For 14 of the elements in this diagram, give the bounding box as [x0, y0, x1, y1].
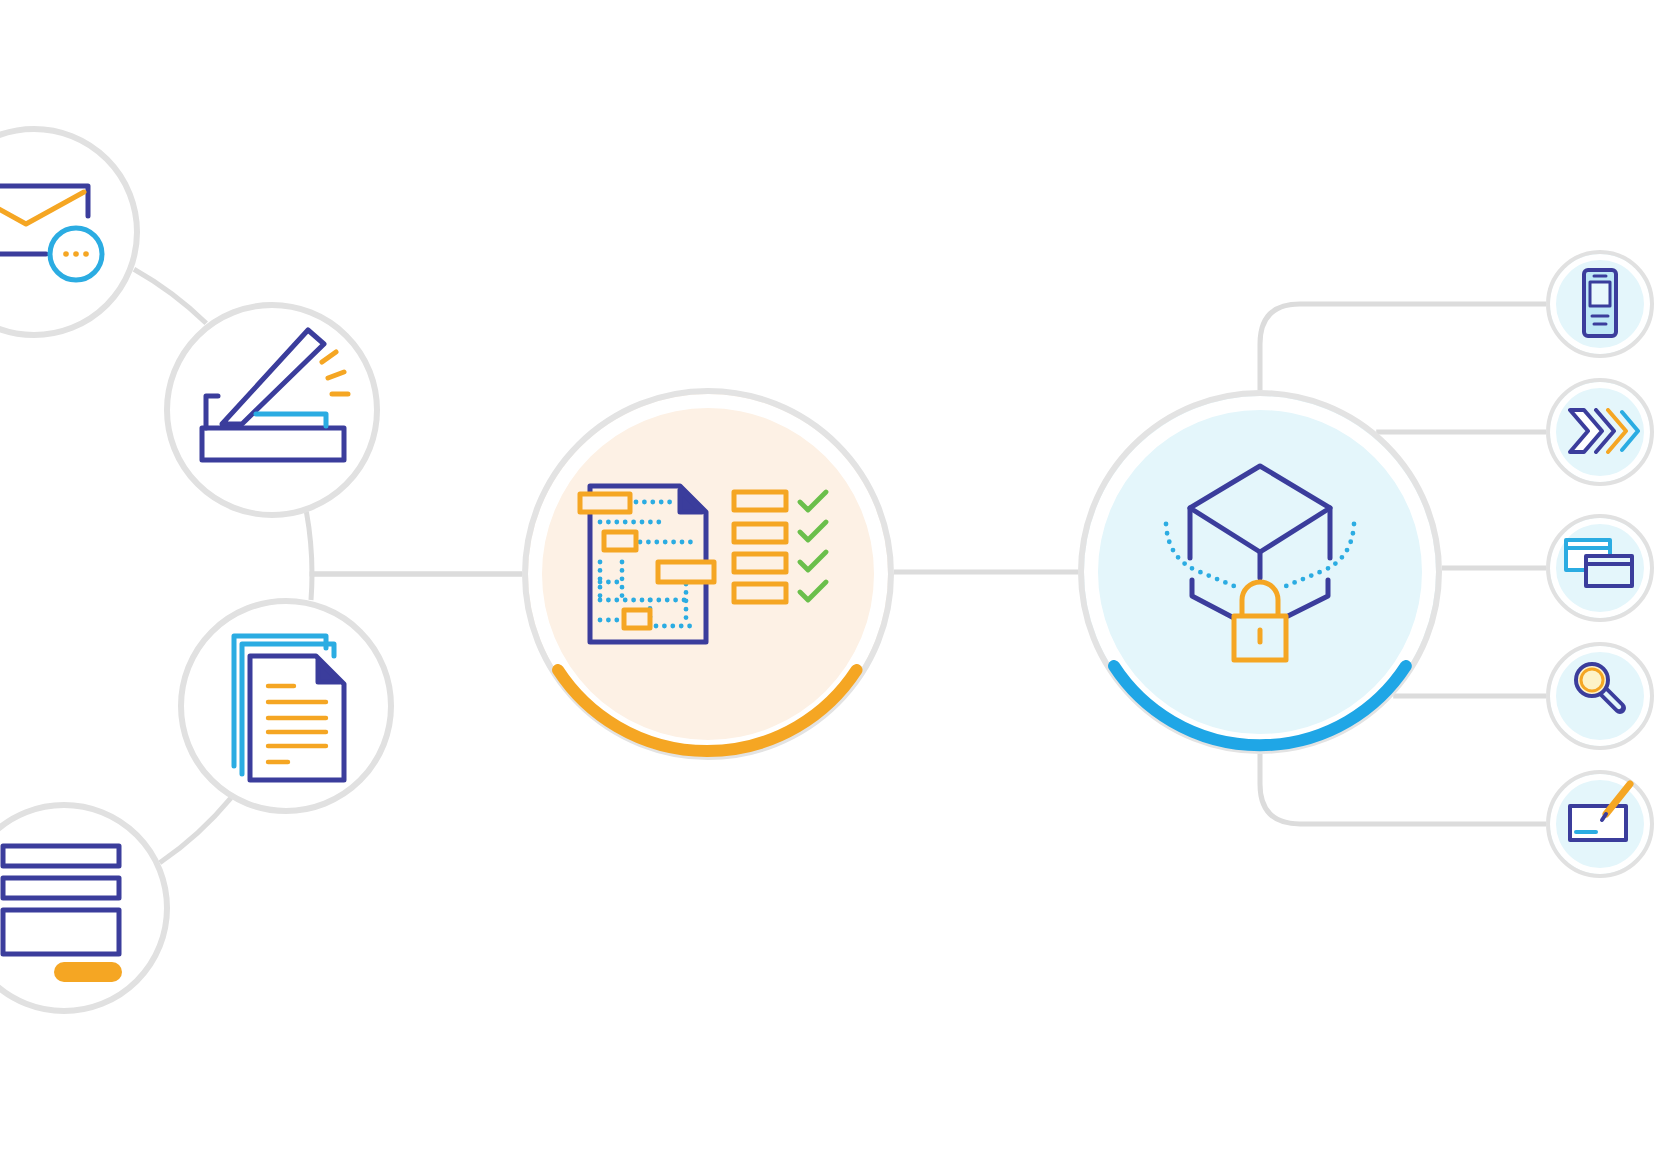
connector-line	[1257, 301, 1546, 390]
connector-line	[308, 571, 522, 601]
connector-line	[1257, 754, 1546, 827]
connector-line	[1376, 429, 1546, 435]
connector-line	[894, 569, 1078, 575]
connector-line	[1393, 693, 1546, 699]
icon-circle	[1546, 642, 1654, 750]
connector-line	[158, 796, 233, 865]
connector-line	[1442, 565, 1546, 571]
connector-line	[132, 267, 208, 326]
icon-circle	[1546, 250, 1654, 358]
icon-circle	[1546, 514, 1654, 622]
icon-circle	[1546, 378, 1654, 486]
icon-circle	[1546, 770, 1654, 878]
